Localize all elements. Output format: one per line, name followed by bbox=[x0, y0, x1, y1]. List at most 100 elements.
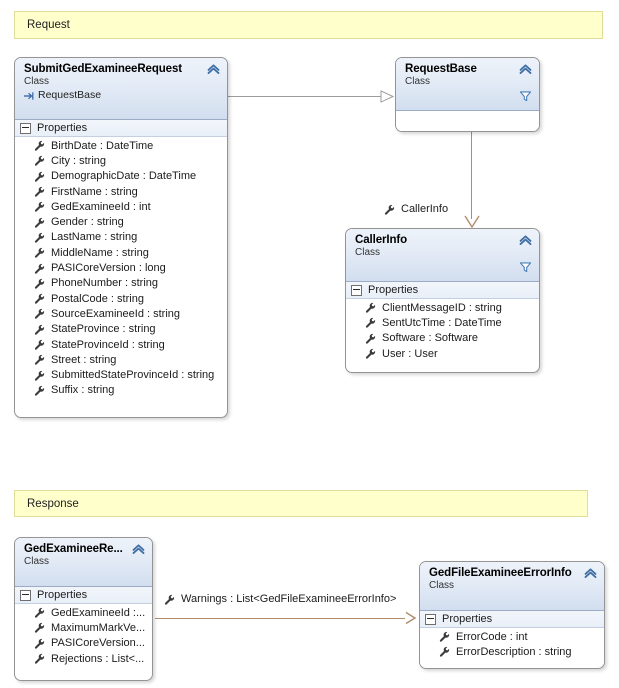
class-header[interactable]: GedExamineeRe... Class bbox=[15, 538, 152, 587]
minus-square-icon[interactable] bbox=[351, 284, 362, 296]
class-stereotype: Class bbox=[24, 556, 50, 567]
list-item[interactable]: PASICoreVersion : long bbox=[15, 260, 227, 275]
wrench-icon bbox=[34, 232, 45, 243]
member-label: ClientMessageID : string bbox=[382, 301, 502, 314]
list-item[interactable]: Rejections : List<... bbox=[15, 651, 152, 666]
compartment-header-label: Properties bbox=[442, 613, 493, 625]
list-item[interactable]: Software : Software bbox=[346, 331, 539, 346]
class-title: RequestBase bbox=[405, 63, 477, 75]
chevron-up-icon[interactable] bbox=[584, 568, 597, 578]
compartment-header-properties[interactable]: Properties bbox=[15, 587, 152, 604]
list-item[interactable]: PhoneNumber : string bbox=[15, 276, 227, 291]
list-item[interactable]: MaximumMarkVe... bbox=[15, 620, 152, 635]
list-item[interactable]: City : string bbox=[15, 153, 227, 168]
list-item[interactable]: SubmittedStateProvinceId : string bbox=[15, 367, 227, 382]
class-header[interactable]: CallerInfo Class bbox=[346, 229, 539, 282]
list-item[interactable]: SourceExamineeId : string bbox=[15, 306, 227, 321]
wrench-icon bbox=[34, 156, 45, 167]
chevron-up-icon[interactable] bbox=[519, 64, 532, 74]
list-item[interactable]: GedExamineeId :... bbox=[15, 605, 152, 620]
compartment-header-properties[interactable]: Properties bbox=[15, 120, 227, 137]
list-item[interactable]: StateProvinceId : string bbox=[15, 337, 227, 352]
compartment-header-label: Properties bbox=[368, 284, 419, 296]
class-base-class-label: RequestBase bbox=[38, 89, 102, 101]
member-list: BirthDate : DateTime City : string Demog… bbox=[15, 137, 227, 403]
list-item[interactable]: ErrorCode : int bbox=[420, 629, 604, 644]
member-label: User : User bbox=[382, 347, 438, 360]
list-item[interactable]: BirthDate : DateTime bbox=[15, 138, 227, 153]
class-caller-info[interactable]: CallerInfo Class Properties ClientMessag… bbox=[345, 228, 540, 373]
class-request-base[interactable]: RequestBase Class bbox=[395, 57, 540, 132]
funnel-icon[interactable] bbox=[520, 262, 531, 273]
list-item[interactable]: StateProvince : string bbox=[15, 322, 227, 337]
member-label: DemographicDate : DateTime bbox=[51, 170, 197, 183]
class-submit-ged-examinee-request[interactable]: SubmitGedExamineeRequest Class RequestBa… bbox=[14, 57, 228, 418]
member-label: SubmittedStateProvinceId : string bbox=[51, 369, 215, 382]
inheritance-connector-submit-to-requestbase[interactable] bbox=[228, 90, 396, 103]
wrench-icon bbox=[34, 638, 45, 649]
wrench-icon bbox=[439, 647, 450, 658]
list-item[interactable]: DemographicDate : DateTime bbox=[15, 169, 227, 184]
class-base-class: RequestBase bbox=[24, 89, 219, 102]
member-list: GedExamineeId :... MaximumMarkVe... PASI… bbox=[15, 604, 152, 671]
member-list: ClientMessageID : string SentUtcTime : D… bbox=[346, 299, 539, 366]
wrench-icon bbox=[34, 653, 45, 664]
association-label-callerinfo: CallerInfo bbox=[384, 203, 448, 215]
minus-square-icon[interactable] bbox=[20, 589, 31, 601]
member-label: City : string bbox=[51, 154, 107, 167]
class-ged-examinee-response[interactable]: GedExamineeRe... Class Properties GedExa… bbox=[14, 537, 153, 681]
list-item[interactable]: LastName : string bbox=[15, 230, 227, 245]
wrench-icon bbox=[34, 355, 45, 365]
list-item[interactable]: SentUtcTime : DateTime bbox=[346, 315, 539, 330]
member-label: Street : string bbox=[51, 353, 117, 366]
wrench-icon bbox=[34, 623, 45, 634]
wrench-icon bbox=[384, 204, 395, 215]
list-item[interactable]: FirstName : string bbox=[15, 184, 227, 199]
list-item[interactable]: Gender : string bbox=[15, 214, 227, 229]
wrench-icon bbox=[34, 278, 45, 289]
association-connector-response-to-errorinfo[interactable] bbox=[155, 611, 421, 625]
member-label: MaximumMarkVe... bbox=[51, 621, 146, 634]
list-item[interactable]: MiddleName : string bbox=[15, 245, 227, 260]
compartment-header-properties[interactable]: Properties bbox=[420, 611, 604, 628]
member-label: BirthDate : DateTime bbox=[51, 139, 154, 152]
class-header[interactable]: SubmitGedExamineeRequest Class RequestBa… bbox=[15, 58, 227, 120]
member-label: FirstName : string bbox=[51, 185, 138, 198]
section-band-response[interactable]: Response bbox=[14, 490, 588, 517]
list-item[interactable]: User : User bbox=[346, 346, 539, 361]
chevron-up-icon[interactable] bbox=[132, 544, 145, 554]
minus-square-icon[interactable] bbox=[425, 613, 436, 625]
list-item[interactable]: PostalCode : string bbox=[15, 291, 227, 306]
funnel-icon[interactable] bbox=[520, 91, 531, 102]
class-title: GedFileExamineeErrorInfo bbox=[429, 567, 572, 579]
list-item[interactable]: PASICoreVersion... bbox=[15, 636, 152, 651]
wrench-icon bbox=[34, 370, 45, 381]
member-label: PostalCode : string bbox=[51, 292, 144, 305]
class-title: CallerInfo bbox=[355, 234, 408, 246]
list-item[interactable]: ClientMessageID : string bbox=[346, 300, 539, 315]
wrench-icon bbox=[365, 333, 376, 344]
association-label-text: Warnings : List<GedFileExamineeErrorInfo… bbox=[181, 593, 397, 605]
association-connector-requestbase-to-callerinfo[interactable] bbox=[460, 131, 484, 231]
class-stereotype: Class bbox=[355, 247, 381, 258]
association-label-text: CallerInfo bbox=[401, 203, 449, 215]
wrench-icon bbox=[34, 324, 45, 335]
member-label: MiddleName : string bbox=[51, 246, 149, 259]
wrench-icon bbox=[439, 632, 450, 642]
list-item[interactable]: GedExamineeId : int bbox=[15, 199, 227, 214]
chevron-up-icon[interactable] bbox=[519, 235, 532, 245]
wrench-icon bbox=[34, 385, 45, 396]
list-item[interactable]: Street : string bbox=[15, 352, 227, 367]
list-item[interactable]: ErrorDescription : string bbox=[420, 644, 604, 659]
wrench-icon bbox=[34, 248, 45, 258]
wrench-icon bbox=[34, 202, 45, 212]
class-header[interactable]: GedFileExamineeErrorInfo Class bbox=[420, 562, 604, 611]
minus-square-icon[interactable] bbox=[20, 122, 31, 134]
compartment-header-properties[interactable]: Properties bbox=[346, 282, 539, 299]
wrench-icon bbox=[34, 339, 45, 350]
section-band-request[interactable]: Request bbox=[14, 11, 603, 39]
class-header[interactable]: RequestBase Class bbox=[396, 58, 539, 111]
chevron-up-icon[interactable] bbox=[207, 64, 220, 74]
list-item[interactable]: Suffix : string bbox=[15, 383, 227, 398]
class-ged-file-examinee-error-info[interactable]: GedFileExamineeErrorInfo Class Propertie… bbox=[419, 561, 605, 669]
